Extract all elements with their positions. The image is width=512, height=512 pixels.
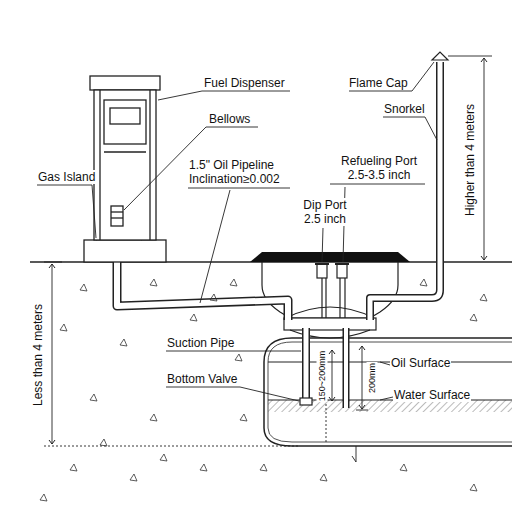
ground-texture [210, 294, 217, 301]
part-label: Gas Island [37, 170, 96, 184]
ground-texture [190, 314, 197, 321]
ground-texture [130, 474, 137, 481]
port-spec-label: Dip Port 2.5 inch [295, 198, 355, 226]
ground-texture [80, 284, 87, 291]
part-label: Bottom Valve [166, 372, 238, 386]
part-label: Suction Pipe [166, 336, 235, 350]
ground-texture [240, 414, 247, 421]
ground-texture [120, 339, 127, 346]
part-label: Flame Cap [348, 76, 409, 90]
ground-texture [235, 354, 242, 361]
dimension-label: 200mm [367, 362, 378, 394]
pipe-spec-label: 1.5" Oil Pipeline Inclination≥0.002 [188, 158, 306, 186]
ground-texture [320, 474, 327, 481]
ground-texture [480, 294, 487, 301]
ground-texture [420, 279, 427, 286]
ground-texture [200, 464, 207, 471]
ground-texture [90, 394, 97, 401]
ground-texture [160, 454, 167, 461]
ground-texture [60, 324, 67, 331]
ground-texture [230, 279, 237, 286]
level-label: Water Surface [393, 388, 471, 402]
level-label: Oil Surface [390, 356, 451, 370]
ground-texture [260, 464, 267, 471]
ground-texture [40, 494, 47, 501]
dimension-label: 150~200mm [317, 350, 328, 402]
ground-texture [470, 314, 477, 321]
part-label: Fuel Dispenser [203, 76, 286, 90]
ground-texture [150, 414, 157, 421]
ground-texture [70, 464, 77, 471]
part-label: Snorkel [383, 102, 426, 116]
dimension-label: Less than 4 meters [31, 303, 45, 407]
ground-texture [400, 464, 407, 471]
port-spec-label: Refueling Port 2.5-3.5 inch [330, 154, 428, 182]
dimension-label: Higher than 4 meters [463, 103, 477, 217]
part-label: Bellows [208, 112, 251, 126]
ground-texture [100, 439, 107, 446]
ground-texture [470, 484, 477, 491]
ground-texture [150, 279, 157, 286]
